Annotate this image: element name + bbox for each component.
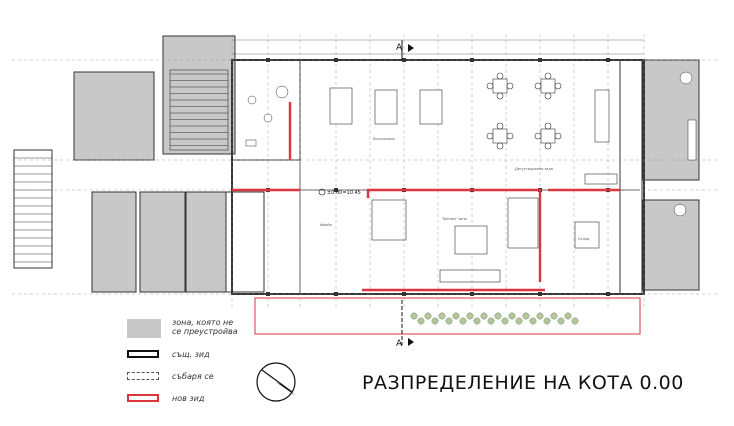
- cafe-tables: [486, 72, 562, 150]
- svg-text:A: A: [396, 339, 403, 349]
- svg-text:Експозиция: Експозиция: [373, 137, 395, 141]
- svg-text:±0.00=10.45: ±0.00=10.45: [327, 190, 361, 196]
- svg-text:Фоайе: Фоайе: [320, 223, 332, 227]
- unrenovated-zones: [73, 35, 700, 293]
- restroom-fixtures: [245, 71, 697, 217]
- level-mark: ±0.00=10.45: [318, 188, 361, 196]
- svg-text:Склад: Склад: [578, 237, 590, 241]
- room-labels: Експозиция Фоайе Тренинг зона Дегустацио…: [320, 137, 590, 241]
- svg-text:Тренинг зона: Тренинг зона: [441, 217, 467, 221]
- dimension-chain-top: [232, 39, 644, 55]
- planting-strip: [410, 312, 579, 325]
- section-marker-top: A: [396, 40, 414, 60]
- svg-text:A: A: [396, 43, 403, 53]
- north-arrow-icon: [256, 362, 296, 402]
- stair-core: [13, 69, 229, 269]
- svg-text:Дегустационна зала: Дегустационна зала: [515, 167, 553, 171]
- section-marker-bottom: A: [396, 300, 414, 349]
- display-tables: [329, 87, 610, 255]
- new-walls: [232, 102, 641, 335]
- service-counters: [371, 173, 618, 283]
- sheet-title: РАЗПРЕДЕЛЕНИЕ НА КОТА 0.00: [362, 372, 684, 394]
